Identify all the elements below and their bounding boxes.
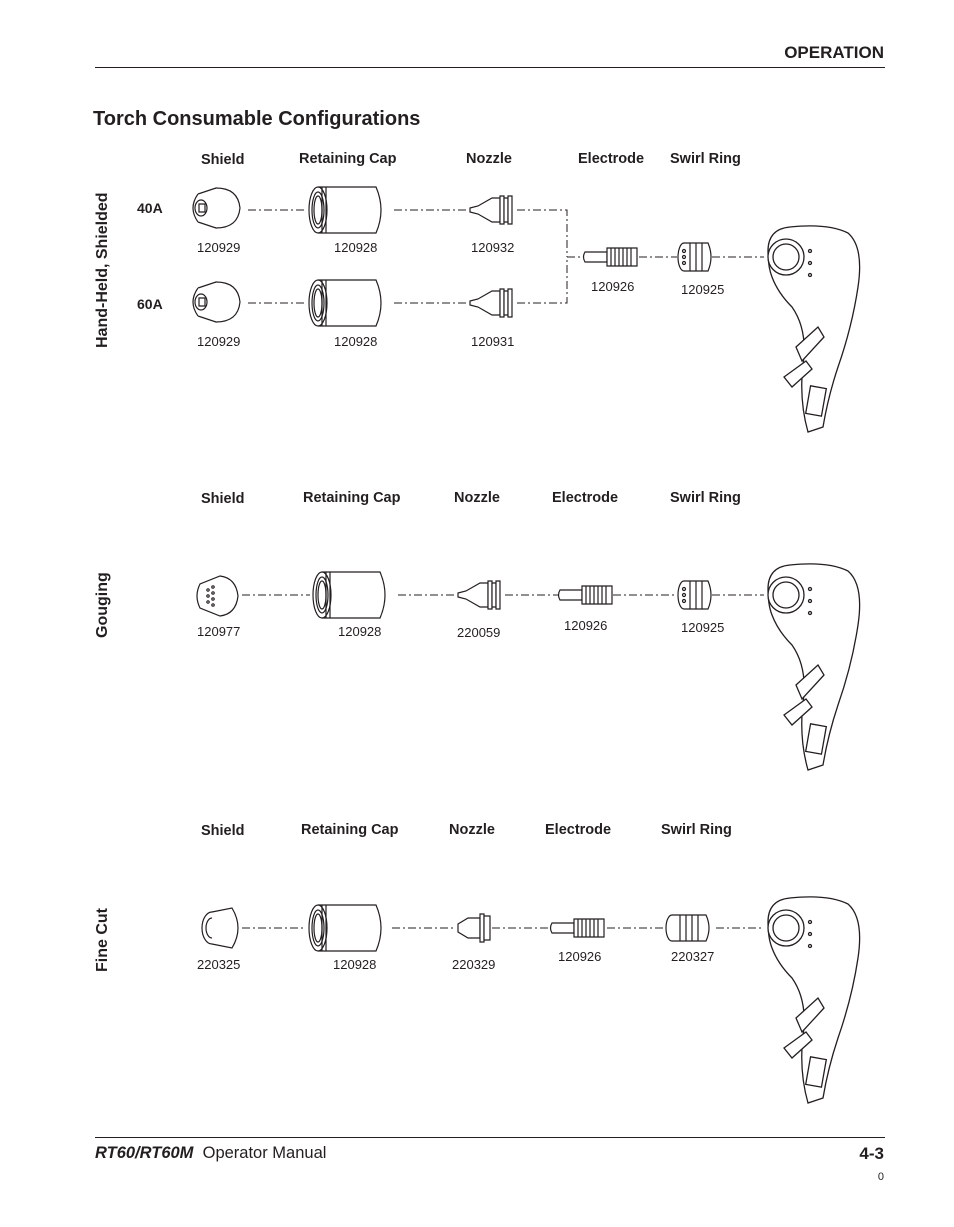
col-nozzle: Nozzle xyxy=(449,822,495,838)
part-number: 220329 xyxy=(452,957,496,972)
col-nozzle: Nozzle xyxy=(466,151,512,167)
col-swirl-ring: Swirl Ring xyxy=(661,822,732,838)
page-title: Torch Consumable Configurations xyxy=(93,108,421,130)
section-label-fine-cut: Fine Cut xyxy=(94,908,111,972)
col-electrode: Electrode xyxy=(552,490,619,506)
col-nozzle: Nozzle xyxy=(454,490,500,506)
part-number: 120925 xyxy=(681,282,725,297)
part-number: 120926 xyxy=(564,618,608,633)
part-number: 120926 xyxy=(558,949,602,964)
manual-name: Operator Manual xyxy=(202,1144,327,1162)
section-label-gouging: Gouging xyxy=(94,572,111,638)
section-header: OPERATION xyxy=(784,43,884,62)
footer-title: RT60/RT60M Operator Manual xyxy=(95,1144,326,1163)
amperage-60a: 60A xyxy=(137,296,163,312)
part-number: 220325 xyxy=(197,957,241,972)
amperage-40a: 40A xyxy=(137,200,163,216)
col-electrode: Electrode xyxy=(545,822,612,838)
col-swirl-ring: Swirl Ring xyxy=(670,490,741,506)
part-number: 220059 xyxy=(457,625,501,640)
col-retaining-cap: Retaining Cap xyxy=(301,822,399,838)
part-number: 120926 xyxy=(591,279,635,294)
col-retaining-cap: Retaining Cap xyxy=(299,151,397,167)
part-number: 120928 xyxy=(333,957,377,972)
part-number: 120928 xyxy=(334,240,378,255)
part-number: 220327 xyxy=(671,949,715,964)
part-number: 120931 xyxy=(471,334,515,349)
col-shield: Shield xyxy=(201,491,245,507)
part-number: 120928 xyxy=(338,624,382,639)
col-swirl-ring: Swirl Ring xyxy=(670,151,741,167)
footer-rule xyxy=(95,1137,885,1138)
part-number: 120925 xyxy=(681,620,725,635)
part-number: 120928 xyxy=(334,334,378,349)
page-number: 4-3 xyxy=(859,1144,884,1163)
part-number: 120932 xyxy=(471,240,515,255)
section-label-hand-held: Hand-Held, Shielded xyxy=(94,192,111,348)
col-retaining-cap: Retaining Cap xyxy=(303,490,401,506)
col-shield: Shield xyxy=(201,152,245,168)
col-electrode: Electrode xyxy=(578,151,645,167)
header-rule xyxy=(95,67,885,68)
model-name: RT60/RT60M xyxy=(95,1144,194,1162)
revision-number: 0 xyxy=(877,1171,884,1183)
part-number: 120977 xyxy=(197,624,241,639)
part-number: 120929 xyxy=(197,240,241,255)
col-shield: Shield xyxy=(201,823,245,839)
part-number: 120929 xyxy=(197,334,241,349)
